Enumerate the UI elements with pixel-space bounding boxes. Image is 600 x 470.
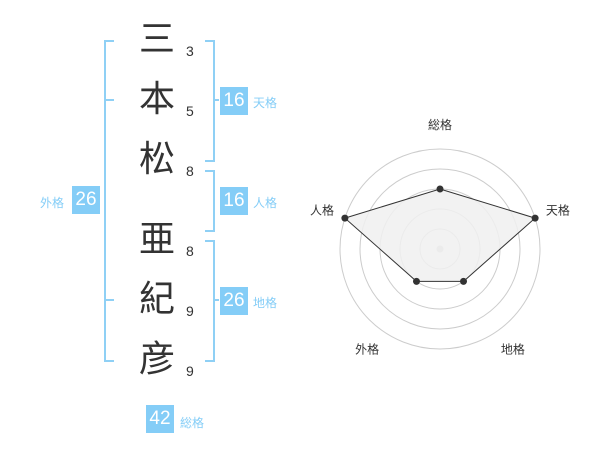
- radar-axis-label: 人格: [310, 203, 334, 218]
- radar-point: [412, 277, 420, 285]
- ten-value: 16: [220, 87, 248, 115]
- stroke-count: 3: [186, 43, 194, 59]
- jin-bracket: [205, 170, 215, 232]
- chi-value: 26: [220, 287, 248, 315]
- outer-tick: [106, 99, 114, 101]
- name-char: 松: [138, 139, 175, 180]
- so-value: 42: [146, 405, 174, 433]
- jin-value: 16: [220, 187, 248, 215]
- radar-ring: [359, 168, 521, 330]
- radar-axis-label: 外格: [355, 341, 379, 356]
- ten-bracket: [205, 40, 215, 162]
- stroke-count: 8: [186, 163, 194, 179]
- name-char: 本: [138, 79, 175, 120]
- radar-axis-label: 総格: [428, 117, 452, 132]
- radar-point: [531, 214, 539, 222]
- gai-label: 外格: [40, 196, 65, 210]
- stroke-count: 5: [186, 103, 194, 119]
- stroke-count: 8: [186, 243, 194, 259]
- radar-point: [436, 185, 444, 193]
- radar-area: [343, 188, 537, 282]
- name-char: 彦: [138, 339, 175, 380]
- outer-tick: [106, 299, 114, 301]
- jin-label: 人格: [253, 196, 278, 210]
- ten-tick: [213, 99, 219, 101]
- stroke-count: 9: [186, 363, 194, 379]
- chi-label: 地格: [253, 296, 278, 310]
- stroke-count: 9: [186, 303, 194, 319]
- ten-label: 天格: [253, 96, 278, 110]
- name-char: 亜: [138, 219, 175, 260]
- radar-point: [341, 214, 349, 222]
- chi-tick: [213, 299, 219, 301]
- name-char: 紀: [138, 279, 175, 320]
- radar-axis-label: 天格: [546, 203, 570, 218]
- so-label: 総格: [180, 416, 205, 430]
- name-char: 三: [138, 19, 175, 60]
- outer-bracket: [104, 40, 114, 362]
- radar-point: [460, 277, 468, 285]
- radar-ring: [339, 148, 541, 350]
- radar-axis-label: 地格: [501, 341, 525, 356]
- chi-bracket: [205, 240, 215, 362]
- gai-value: 26: [72, 186, 100, 214]
